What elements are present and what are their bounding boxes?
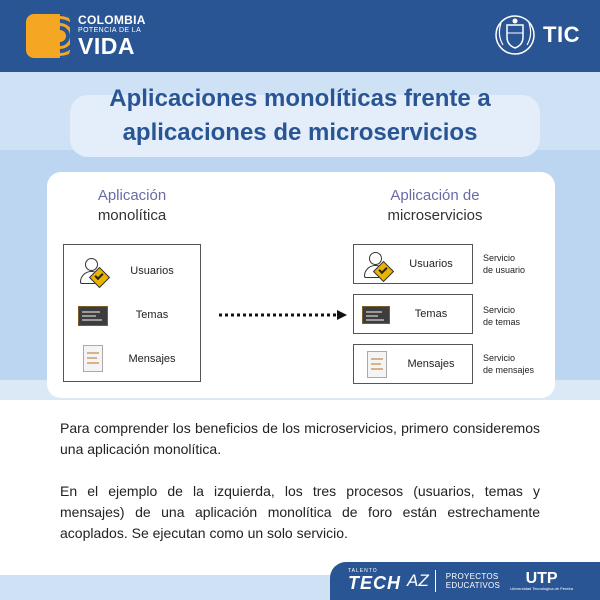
service-note-line-1: Servicio xyxy=(483,305,516,315)
tic-logo: TIC xyxy=(493,10,580,60)
service-note-usuarios: Servicio de usuario xyxy=(483,252,553,276)
paragraph-example: En el ejemplo de la izquierda, los tres … xyxy=(60,483,540,541)
footer-logos: TALENTO TECH AZ PROYECTOS EDUCATIVOS UTP… xyxy=(330,562,600,600)
header-bar: COLOMBIA POTENCIA DE LA VIDA TIC xyxy=(0,0,600,72)
microservices-title-line-1: Aplicación de xyxy=(390,187,480,204)
paragraph-intro: Para comprender los beneficios de los mi… xyxy=(60,420,540,457)
screen-icon xyxy=(78,300,108,330)
proyectos-educativos-logo: PROYECTOS EDUCATIVOS xyxy=(446,572,500,590)
talento-tech-logo: TALENTO TECH xyxy=(348,569,401,593)
tic-label: TIC xyxy=(543,22,580,47)
talento-label: TALENTO xyxy=(348,568,378,574)
monolith-title: Aplicación monolítica xyxy=(87,186,177,226)
service-note-temas: Servicio de temas xyxy=(483,304,553,328)
title-background xyxy=(70,95,540,157)
pe-line-1: PROYECTOS xyxy=(445,572,499,581)
text-panel-background xyxy=(0,400,600,575)
az-logo: AZ xyxy=(407,571,429,590)
microservices-title-line-2: microservicios xyxy=(387,207,483,224)
service-note-line-2: de mensajes xyxy=(483,365,535,375)
utp-subtitle: Universidad Tecnológica de Pereira xyxy=(510,586,574,591)
screen-icon xyxy=(362,300,390,328)
coat-of-arms-icon xyxy=(495,15,535,55)
user-shield-icon xyxy=(362,250,395,283)
service-note-mensajes: Servicio de mensajes xyxy=(483,352,553,376)
monolith-title-line-1: Aplicación xyxy=(97,187,167,204)
colombia-logo: COLOMBIA POTENCIA DE LA VIDA xyxy=(26,12,146,60)
service-label: Mensajes xyxy=(407,358,455,370)
footer-divider xyxy=(434,570,436,592)
utp-logo: UTP Universidad Tecnológica de Pereira xyxy=(510,571,573,591)
service-box-mensajes: Mensajes xyxy=(353,344,473,384)
service-note-line-2: de temas xyxy=(483,317,521,327)
monolith-row-label: Usuarios xyxy=(130,265,174,277)
diagram-card: Aplicación monolítica Aplicación de micr… xyxy=(47,172,555,398)
service-box-usuarios: Usuarios xyxy=(353,244,473,284)
page-title: Aplicaciones monolíticas frente a aplica… xyxy=(50,82,550,150)
brand-line-1: COLOMBIA xyxy=(78,13,146,27)
document-icon xyxy=(362,350,390,378)
title-line-1: Aplicaciones monolíticas frente a xyxy=(109,85,491,112)
colombia-logo-icon xyxy=(26,14,70,58)
dotted-arrow xyxy=(219,310,347,320)
service-note-line-1: Servicio xyxy=(483,253,516,263)
brand-line-2: POTENCIA DE LA xyxy=(78,27,142,34)
document-icon xyxy=(78,344,108,374)
tech-label: TECH xyxy=(348,573,401,593)
monolith-row-label: Temas xyxy=(135,309,169,321)
monolith-row-usuarios: Usuarios xyxy=(64,251,200,291)
monolith-row-mensajes: Mensajes xyxy=(64,339,200,379)
service-box-temas: Temas xyxy=(353,294,473,334)
service-note-line-2: de usuario xyxy=(483,265,526,275)
microservices-title: Aplicación de microservicios xyxy=(365,186,505,226)
service-label: Usuarios xyxy=(409,258,453,270)
colombia-logo-text: COLOMBIA POTENCIA DE LA VIDA xyxy=(78,14,146,58)
title-line-2: aplicaciones de microservicios xyxy=(122,119,478,146)
monolith-row-label: Mensajes xyxy=(128,353,176,365)
monolith-box: Usuarios Temas Mensajes xyxy=(63,244,201,382)
monolith-row-temas: Temas xyxy=(64,295,200,335)
utp-label: UTP xyxy=(525,570,558,587)
service-label: Temas xyxy=(414,308,448,320)
service-note-line-1: Servicio xyxy=(483,353,516,363)
brand-line-3: VIDA xyxy=(78,33,135,59)
monolith-title-line-2: monolítica xyxy=(97,207,167,224)
user-shield-icon xyxy=(78,256,111,289)
pe-line-2: EDUCATIVOS xyxy=(445,581,501,590)
